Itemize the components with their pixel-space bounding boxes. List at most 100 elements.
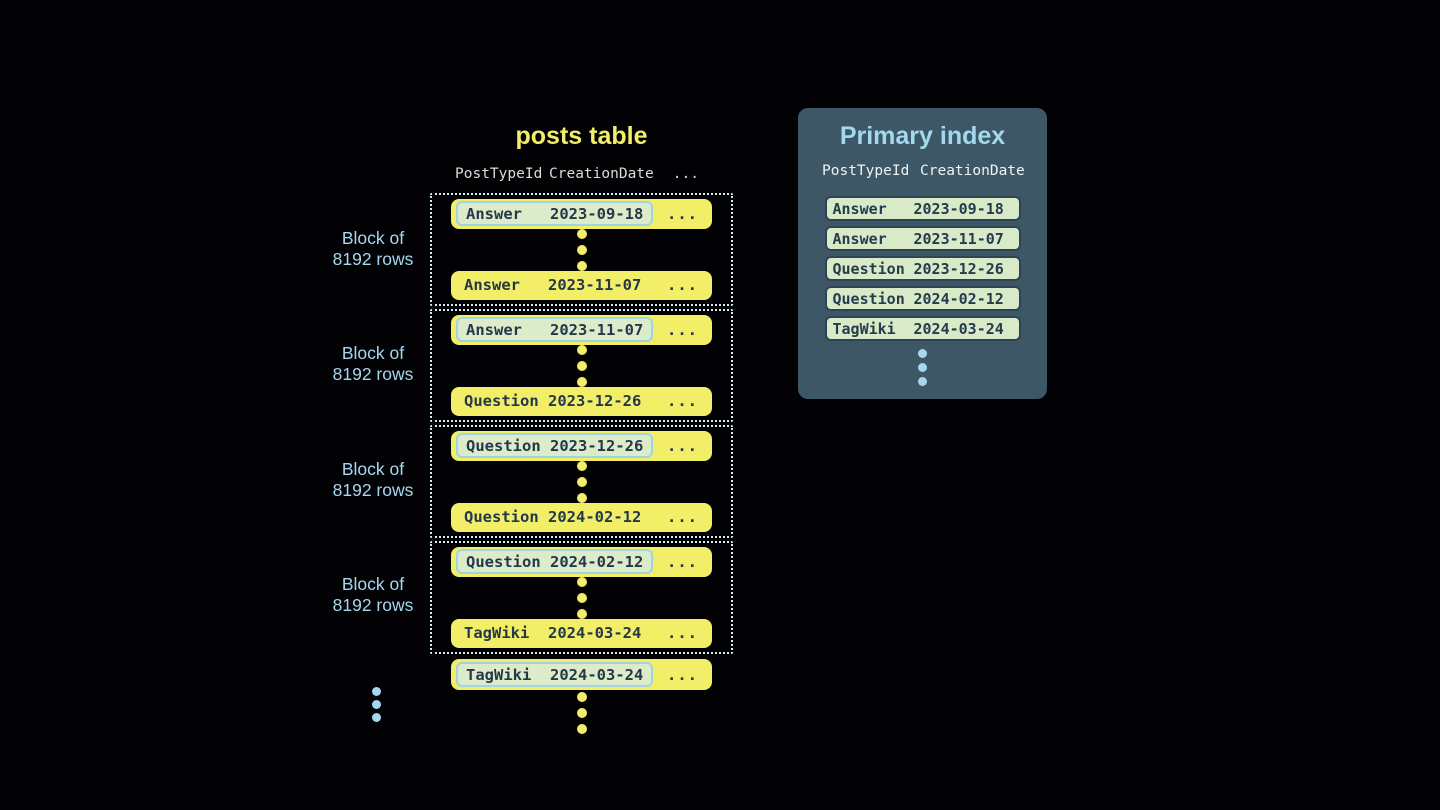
posts-table-blocks: Answer 2023-09-18 ... Answer 2023-11-07 … [430,193,733,657]
index-entry: Question 2024-02-12 [824,286,1021,311]
row-posttypeid: TagWiki [466,665,532,684]
row-highlight: Question 2024-02-12 [456,549,654,575]
dot-icon [576,360,587,371]
dot-icon [918,377,927,386]
row-posttypeid: Answer [464,276,520,295]
row-posttypeid: Question [464,392,539,411]
dot-icon [576,492,587,503]
index-entry: Answer 2023-09-18 [824,196,1021,221]
dot-icon [576,460,587,471]
row-highlight: TagWiki 2024-03-24 [456,662,654,687]
table-row: Answer 2023-11-07 ... [451,315,712,345]
ellipsis-dots-vertical [451,344,712,387]
dot-icon [371,687,381,696]
row-creationdate: 2024-02-12 [548,508,642,527]
row-more: ... [667,436,698,455]
row-creationdate: 2023-12-26 [548,392,642,411]
primary-index-title: Primary index [839,122,1006,150]
table-row: Question 2024-02-12 ... [451,502,712,532]
row-highlight: Question 2023-12-26 [456,433,654,459]
dot-icon [576,344,587,355]
entry-creationdate: 2024-03-24 [913,319,1004,338]
entry-creationdate: 2024-02-12 [913,289,1004,308]
ellipsis-dots-vertical [451,228,712,271]
dot-icon [576,576,587,587]
row-creationdate: 2024-02-12 [550,552,644,571]
row-more: ... [667,392,698,411]
trailing-row-wrap: TagWiki 2024-03-24 ... [451,659,712,690]
dot-icon [371,713,381,722]
row-creationdate: 2023-12-26 [550,436,644,455]
index-column-posttypeid: PostTypeId [822,163,910,179]
row-more: ... [667,320,698,339]
table-row: TagWiki 2024-03-24 ... [451,618,712,648]
table-block-3: Question 2023-12-26 ... Question 2024-02… [430,425,733,538]
dot-icon [576,692,587,702]
dot-icon [576,608,587,619]
entry-posttypeid: Question [832,289,905,308]
dot-icon [918,349,927,358]
row-more: ... [667,276,698,295]
row-creationdate: 2024-03-24 [548,624,642,643]
row-posttypeid: Answer [466,204,522,223]
index-entry: Answer 2023-11-07 [824,226,1021,251]
column-header-more: ... [672,166,699,182]
block-label-4: Block of 8192 rows [332,574,414,615]
row-posttypeid: Question [466,436,541,455]
row-creationdate: 2023-11-07 [548,276,642,295]
index-continues-dots [798,349,1047,386]
row-posttypeid: TagWiki [464,624,530,643]
column-header-posttypeid: PostTypeId [455,166,543,182]
dot-icon [576,228,587,239]
dot-icon [576,724,587,734]
table-block-2: Answer 2023-11-07 ... Question 2023-12-2… [430,309,733,422]
posts-table-title: posts table [515,122,648,150]
row-creationdate: 2023-09-18 [550,204,644,223]
dot-icon [576,260,587,271]
ellipsis-dots-vertical [451,460,712,503]
table-row: Question 2024-02-12 ... [451,547,712,577]
row-more: ... [667,665,698,684]
table-block-1: Answer 2023-09-18 ... Answer 2023-11-07 … [430,193,733,306]
table-row: Answer 2023-11-07 ... [451,270,712,300]
index-entry: Question 2023-12-26 [824,256,1021,281]
entry-creationdate: 2023-11-07 [913,229,1004,248]
posts-table-column-header: PostTypeId CreationDate ... [450,166,711,182]
index-entries: Answer 2023-09-18 Answer 2023-11-07 Ques… [798,196,1047,341]
ellipsis-dots-vertical [451,576,712,619]
row-highlight: Answer 2023-11-07 [456,317,654,343]
entry-posttypeid: Answer [832,199,887,218]
table-row: TagWiki 2024-03-24 ... [451,659,712,690]
table-block-4: Question 2024-02-12 ... TagWiki 2024-03-… [430,541,733,654]
row-posttypeid: Question [464,508,539,527]
column-header-creationdate: CreationDate [549,166,654,182]
dot-icon [918,363,927,372]
block-label-1: Block of 8192 rows [332,228,414,269]
entry-creationdate: 2023-12-26 [913,259,1004,278]
row-posttypeid: Question [466,552,541,571]
dot-icon [576,476,587,487]
table-row: Question 2023-12-26 ... [451,431,712,461]
index-entry: TagWiki 2024-03-24 [824,316,1021,341]
dot-icon [576,708,587,718]
dot-icon [576,592,587,603]
index-column-creationdate: CreationDate [920,163,1025,179]
row-posttypeid: Answer [466,320,522,339]
table-row: Answer 2023-09-18 ... [451,199,712,229]
block-label-3: Block of 8192 rows [332,459,414,500]
blocks-continue-dots [341,687,411,722]
index-column-header: PostTypeId CreationDate [798,163,1047,179]
primary-index-panel: Primary index PostTypeId CreationDate An… [798,108,1047,399]
table-continues-dots [430,692,733,734]
row-more: ... [667,624,698,643]
row-creationdate: 2023-11-07 [550,320,644,339]
row-highlight: Answer 2023-09-18 [456,201,654,227]
dot-icon [576,376,587,387]
table-row: Question 2023-12-26 ... [451,386,712,416]
entry-posttypeid: Answer [832,229,887,248]
dot-icon [371,700,381,709]
entry-creationdate: 2023-09-18 [913,199,1004,218]
row-creationdate: 2024-03-24 [550,665,644,684]
row-more: ... [667,552,698,571]
